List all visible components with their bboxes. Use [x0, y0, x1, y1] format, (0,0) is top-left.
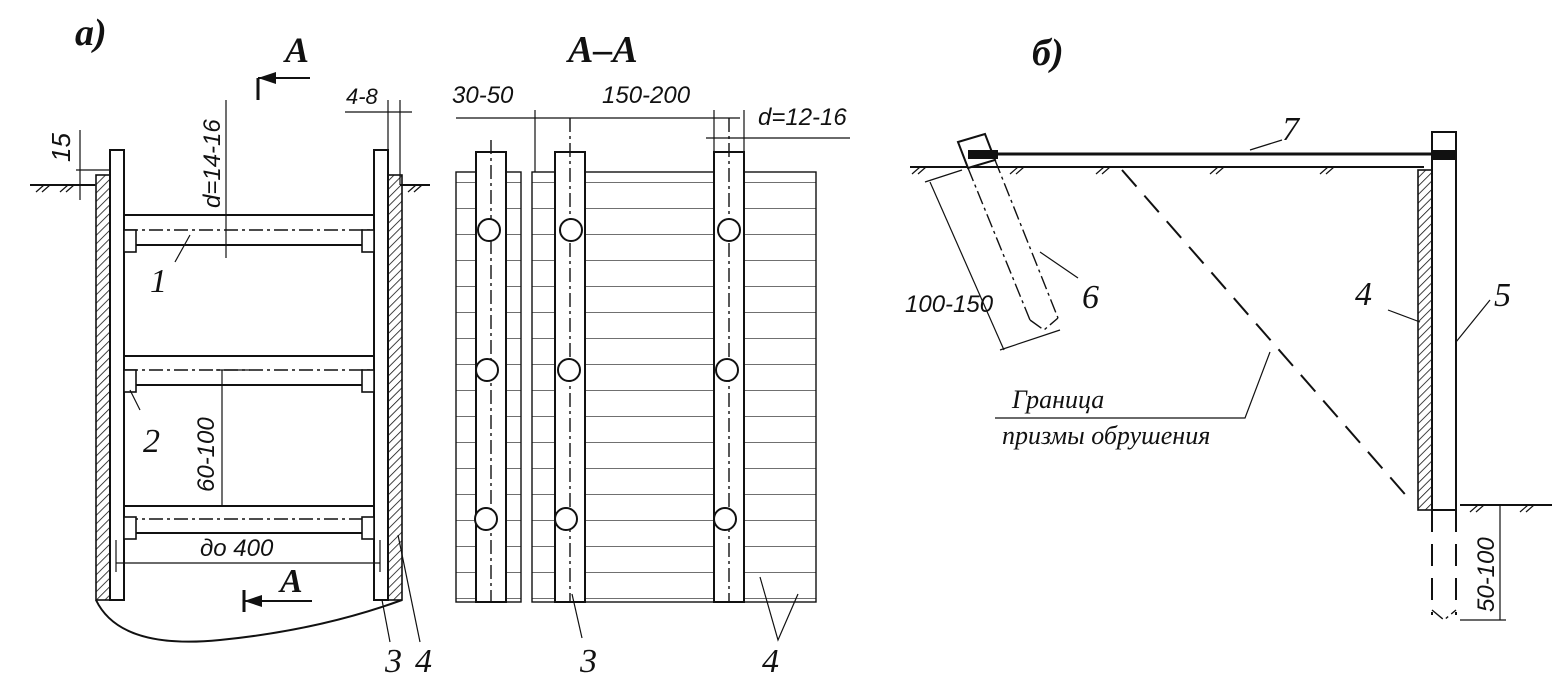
leader-4c: [1387, 309, 1421, 323]
section-dim-spacing: 150-200: [602, 82, 691, 109]
section-dim-diameter: d=12-16: [758, 104, 847, 131]
dim-width-lines: [115, 540, 381, 572]
leader-4b: [759, 576, 799, 642]
panel-b: б): [905, 32, 1552, 621]
strut-top: [123, 214, 375, 253]
left-sheeting-boards: [95, 174, 111, 601]
dim-post-depth: 50-100: [1473, 537, 1500, 612]
post-b: [1431, 131, 1457, 511]
leader-3b: [571, 593, 583, 639]
note-line1: Граница: [1011, 385, 1104, 414]
section-title: А–А: [566, 29, 638, 71]
left-post: [109, 149, 125, 601]
callout-1: 1: [150, 263, 167, 300]
section-marker-bottom: [242, 590, 312, 612]
panel-a-title: а): [75, 12, 107, 54]
dim-anchor-lines: [924, 169, 1061, 351]
dim-60-100: 60-100: [193, 417, 220, 492]
leader-5: [1455, 299, 1491, 343]
ground-hatch-a: [35, 184, 423, 193]
section-label-bottom: A: [278, 563, 303, 600]
callout-4a: 4: [415, 643, 432, 680]
note-leader: [995, 351, 1271, 419]
section-post-2: [554, 118, 586, 603]
collapse-prism-boundary: [1121, 169, 1411, 501]
dim-60-100-lines: [216, 369, 250, 507]
dim-width: до 400: [200, 535, 274, 562]
section-post-1: [474, 140, 507, 603]
panel-section: А–А: [452, 29, 850, 680]
callout-3b: 3: [579, 643, 597, 680]
callout-4c: 4: [1355, 276, 1372, 313]
leader-1: [174, 234, 191, 263]
dim-4-8: 4-8: [346, 84, 379, 109]
section-label-top: A: [283, 30, 309, 70]
dim-15: 15: [46, 133, 76, 162]
section-post-3: [713, 118, 745, 603]
post-embed-tip: [1431, 609, 1457, 621]
callout-4b: 4: [762, 643, 779, 680]
ground-hatch-b: [911, 166, 1535, 513]
dim-anchor-depth: 100-150: [905, 291, 994, 318]
leader-2: [129, 389, 141, 411]
right-sheeting-boards: [387, 174, 403, 601]
dim-15-lines: [76, 130, 110, 200]
section-marker-top: [256, 72, 310, 100]
wall-boards-b: [1417, 169, 1433, 511]
callout-3a: 3: [384, 643, 402, 680]
dim-4-8-lines: [345, 100, 412, 185]
panel-a: а): [30, 12, 432, 680]
right-post: [373, 149, 389, 601]
callout-7: 7: [1282, 111, 1301, 148]
leader-3a: [381, 599, 391, 643]
section-dim-edge: 30-50: [452, 82, 514, 109]
leader-7: [1249, 139, 1283, 151]
dim-d-strut: d=14-16: [199, 119, 226, 208]
post-b-clamp: [1432, 150, 1456, 160]
callout-2: 2: [143, 423, 160, 460]
leader-6: [1039, 251, 1079, 279]
trench-bottom: [95, 599, 403, 643]
leader-4a: [397, 534, 421, 643]
strut-middle: [123, 355, 375, 393]
section-dim-lines: [456, 110, 850, 172]
note-line2: призмы обрушения: [1002, 421, 1210, 450]
dim-post-depth-lines: [1460, 505, 1506, 621]
rod-anchor-head: [968, 150, 998, 159]
panel-b-title: б): [1032, 32, 1064, 74]
callout-5: 5: [1494, 277, 1511, 314]
callout-6: 6: [1082, 279, 1099, 316]
